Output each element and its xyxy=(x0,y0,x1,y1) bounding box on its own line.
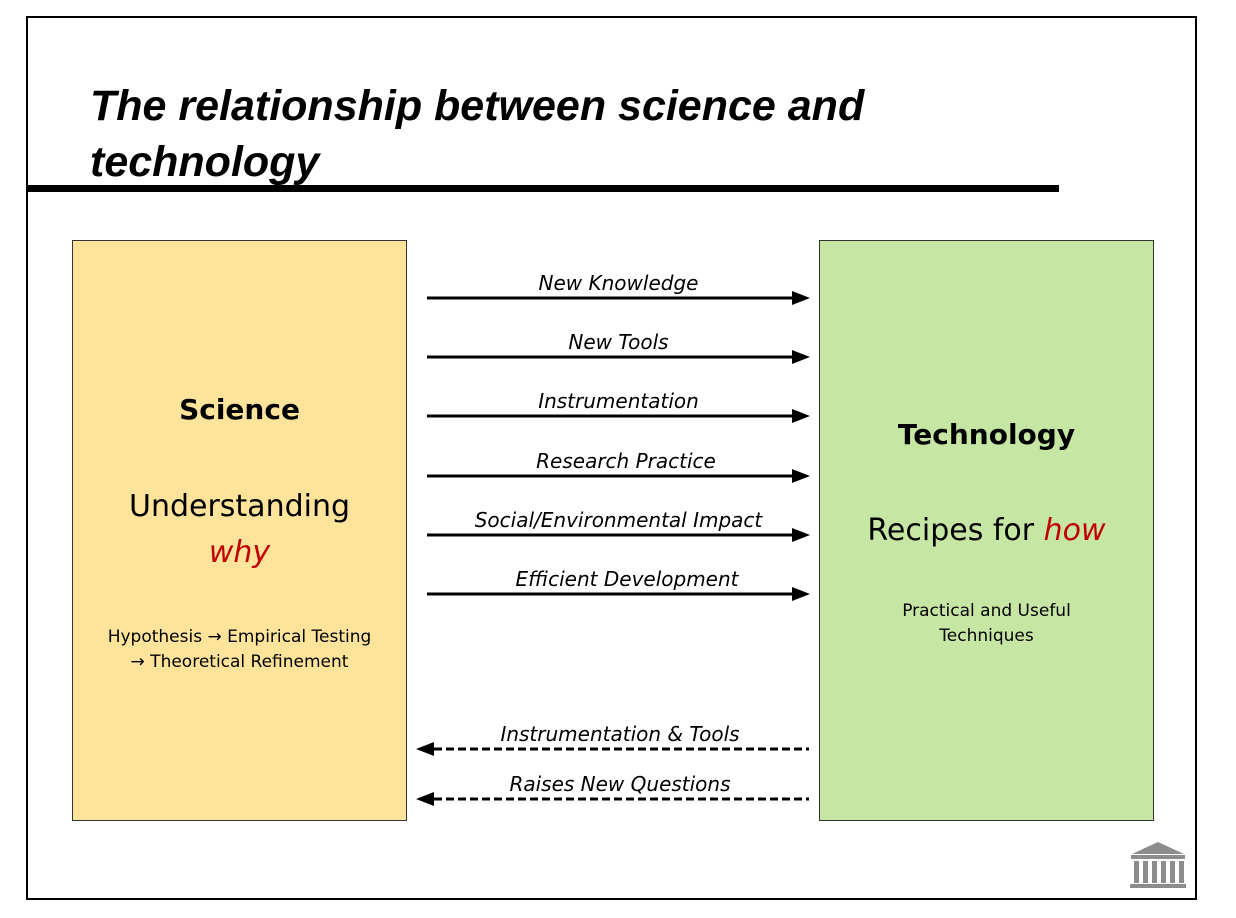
slide-title: The relationship between science and tec… xyxy=(90,82,865,186)
science-box: Science Understanding why Hypothesis → E… xyxy=(72,240,407,821)
label-new-tools: New Tools xyxy=(568,330,669,354)
label-new-knowledge: New Knowledge xyxy=(538,271,699,295)
science-note-line1: Hypothesis → Empirical Testing xyxy=(107,627,372,647)
label-efficient-development: Efficient Development xyxy=(515,567,739,591)
technology-how: how xyxy=(1043,513,1106,548)
science-why: why xyxy=(208,535,271,570)
label-raises-new-questions: Raises New Questions xyxy=(509,772,731,796)
arrow-instrumentation xyxy=(427,409,810,423)
title-underline xyxy=(28,185,1059,192)
label-social-environmental-impact: Social/Environmental Impact xyxy=(474,508,763,532)
arrow-efficient-development xyxy=(427,587,810,601)
arrow-research-practice xyxy=(427,469,810,483)
arrow-new-knowledge xyxy=(427,291,810,305)
arrow-raises-new-questions xyxy=(416,792,809,806)
technology-recipes: Recipes for how xyxy=(820,513,1153,548)
science-note-line2: → Theoretical Refinement xyxy=(130,652,349,672)
science-understanding: Understanding xyxy=(128,489,351,524)
technology-heading: Technology xyxy=(897,418,1076,451)
science-heading: Science xyxy=(179,393,300,426)
institution-columns-icon xyxy=(1130,842,1186,888)
technology-recipes-text: Recipes for xyxy=(867,513,1044,548)
technology-note-line1: Practical and Useful xyxy=(902,601,1071,621)
label-instrumentation: Instrumentation xyxy=(538,389,699,413)
arrow-instrumentation-and-tools xyxy=(416,742,809,756)
label-research-practice: Research Practice xyxy=(536,449,716,473)
slide-frame xyxy=(26,16,1197,900)
technology-box: Technology Recipes for how Practical and… xyxy=(819,240,1154,821)
label-instrumentation-and-tools: Instrumentation & Tools xyxy=(500,722,740,746)
arrow-new-tools xyxy=(427,350,810,364)
technology-note-line2: Techniques xyxy=(939,626,1034,646)
arrow-social-environmental-impact xyxy=(427,528,810,542)
